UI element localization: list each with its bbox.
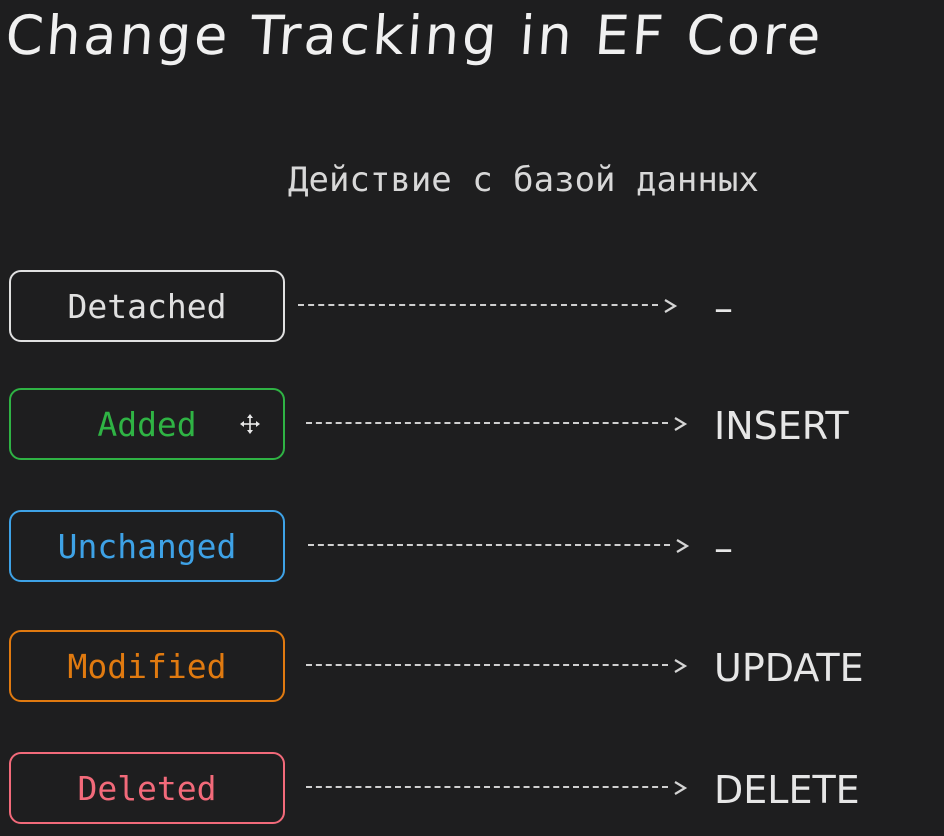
move-cursor-icon [240, 414, 260, 434]
state-box-added: Added [9, 388, 285, 460]
db-action: UPDATE [714, 646, 864, 690]
state-row-added: Added INSERT [0, 388, 944, 464]
dashed-arrow [308, 532, 704, 562]
state-label: Unchanged [57, 526, 237, 566]
state-label: Modified [67, 646, 227, 686]
dashed-arrow [306, 774, 702, 804]
dashed-arrow [298, 292, 694, 322]
db-action: DELETE [714, 768, 860, 812]
db-action: – [714, 286, 733, 330]
dashed-arrow [306, 652, 702, 682]
state-label: Deleted [77, 768, 217, 808]
page-title: Change Tracking in EF Core [3, 4, 826, 67]
db-action: – [714, 526, 733, 570]
state-box-deleted: Deleted [9, 752, 285, 824]
arrowhead-icon [674, 417, 688, 431]
state-label: Detached [67, 286, 227, 326]
state-box-unchanged: Unchanged [9, 510, 285, 582]
state-box-detached: Detached [9, 270, 285, 342]
arrowhead-icon [664, 299, 678, 313]
state-row-deleted: Deleted DELETE [0, 752, 944, 828]
arrowhead-icon [674, 659, 688, 673]
column-header: Действие с базой данных [288, 160, 759, 200]
state-row-unchanged: Unchanged – [0, 510, 944, 586]
state-label: Added [97, 404, 197, 444]
arrowhead-icon [676, 539, 690, 553]
state-box-modified: Modified [9, 630, 285, 702]
state-row-detached: Detached – [0, 270, 944, 346]
state-row-modified: Modified UPDATE [0, 630, 944, 706]
arrowhead-icon [674, 781, 688, 795]
dashed-arrow [306, 410, 702, 440]
db-action: INSERT [714, 404, 849, 448]
